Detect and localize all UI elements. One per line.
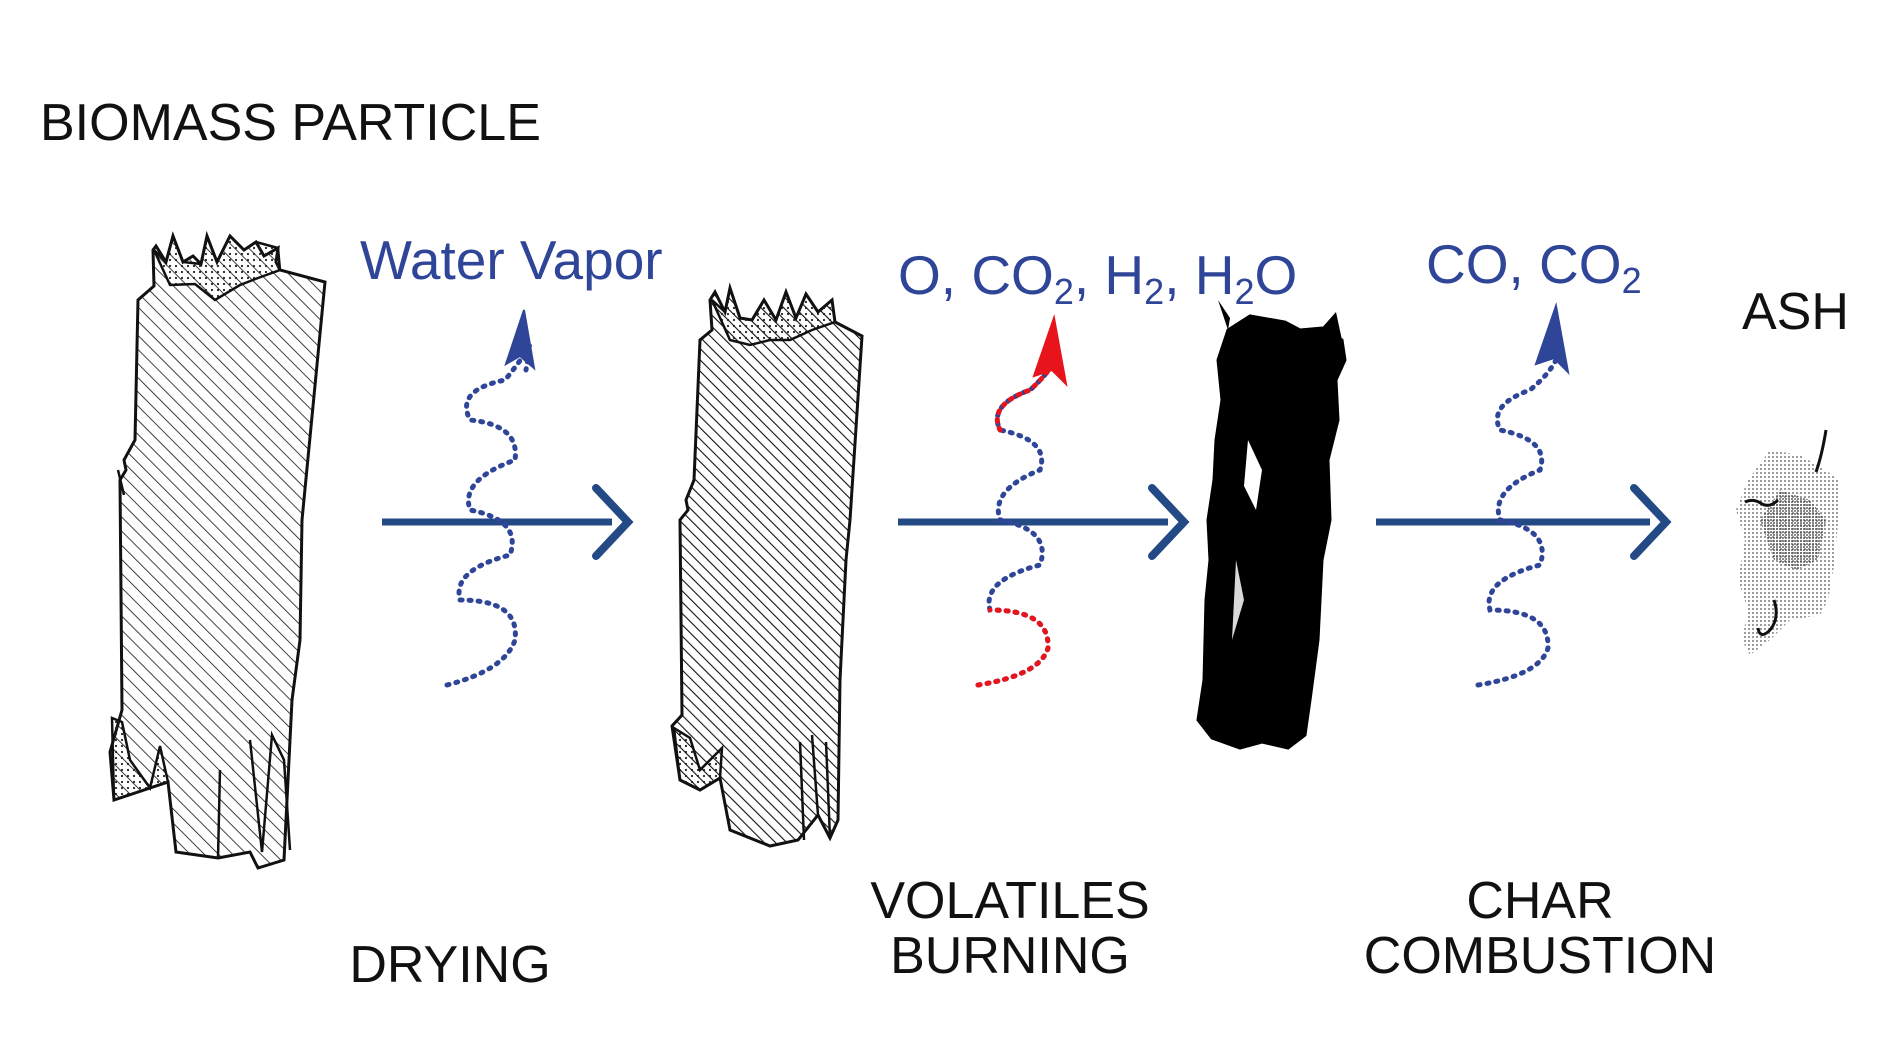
formula-part-0: CO, CO bbox=[1426, 233, 1622, 295]
gas-label-char: CO, CO2 bbox=[1426, 232, 1642, 302]
formula-part-6: O bbox=[1254, 244, 1298, 306]
wave-arrow-water-vapor bbox=[444, 309, 536, 688]
process-arrow-char bbox=[1376, 484, 1672, 560]
stage-label-drying: DRYING bbox=[349, 936, 551, 994]
ash-particle bbox=[1736, 429, 1840, 655]
wave-arrow-volatiles bbox=[975, 314, 1068, 688]
stage-label-ash: ASH bbox=[1742, 283, 1849, 341]
subscript-1: 2 bbox=[1621, 260, 1642, 301]
formula-part-0: O, CO bbox=[898, 244, 1054, 306]
process-arrow-volatiles bbox=[898, 484, 1190, 560]
wave-arrow-char-gases bbox=[1475, 302, 1570, 688]
subscript-5: 2 bbox=[1234, 271, 1255, 312]
title-biomass-particle: BIOMASS PARTICLE bbox=[40, 94, 541, 152]
gas-label-volatiles: O, CO2, H2, H2O bbox=[898, 243, 1297, 313]
gas-label-water-vapor: Water Vapor bbox=[360, 229, 663, 291]
stage-label-volatiles-burning: VOLATILES BURNING bbox=[850, 874, 1170, 983]
stage-label-char-line1: CHAR bbox=[1466, 872, 1614, 930]
formula-part-4: , H bbox=[1164, 244, 1235, 306]
stage-label-char-combustion: CHAR COMBUSTION bbox=[1340, 874, 1740, 983]
biomass-particle-raw bbox=[108, 230, 327, 870]
biomass-particle-dried bbox=[670, 282, 864, 848]
stage-label-volatiles-line2: BURNING bbox=[890, 926, 1130, 985]
stage-label-volatiles-line1: VOLATILES bbox=[870, 872, 1150, 930]
formula-part-2: , H bbox=[1073, 244, 1145, 306]
process-arrow-drying bbox=[382, 484, 634, 560]
char-particle bbox=[1196, 300, 1347, 750]
stage-label-char-line2: COMBUSTION bbox=[1363, 926, 1717, 985]
subscript-1: 2 bbox=[1053, 271, 1074, 312]
subscript-3: 2 bbox=[1144, 271, 1165, 312]
